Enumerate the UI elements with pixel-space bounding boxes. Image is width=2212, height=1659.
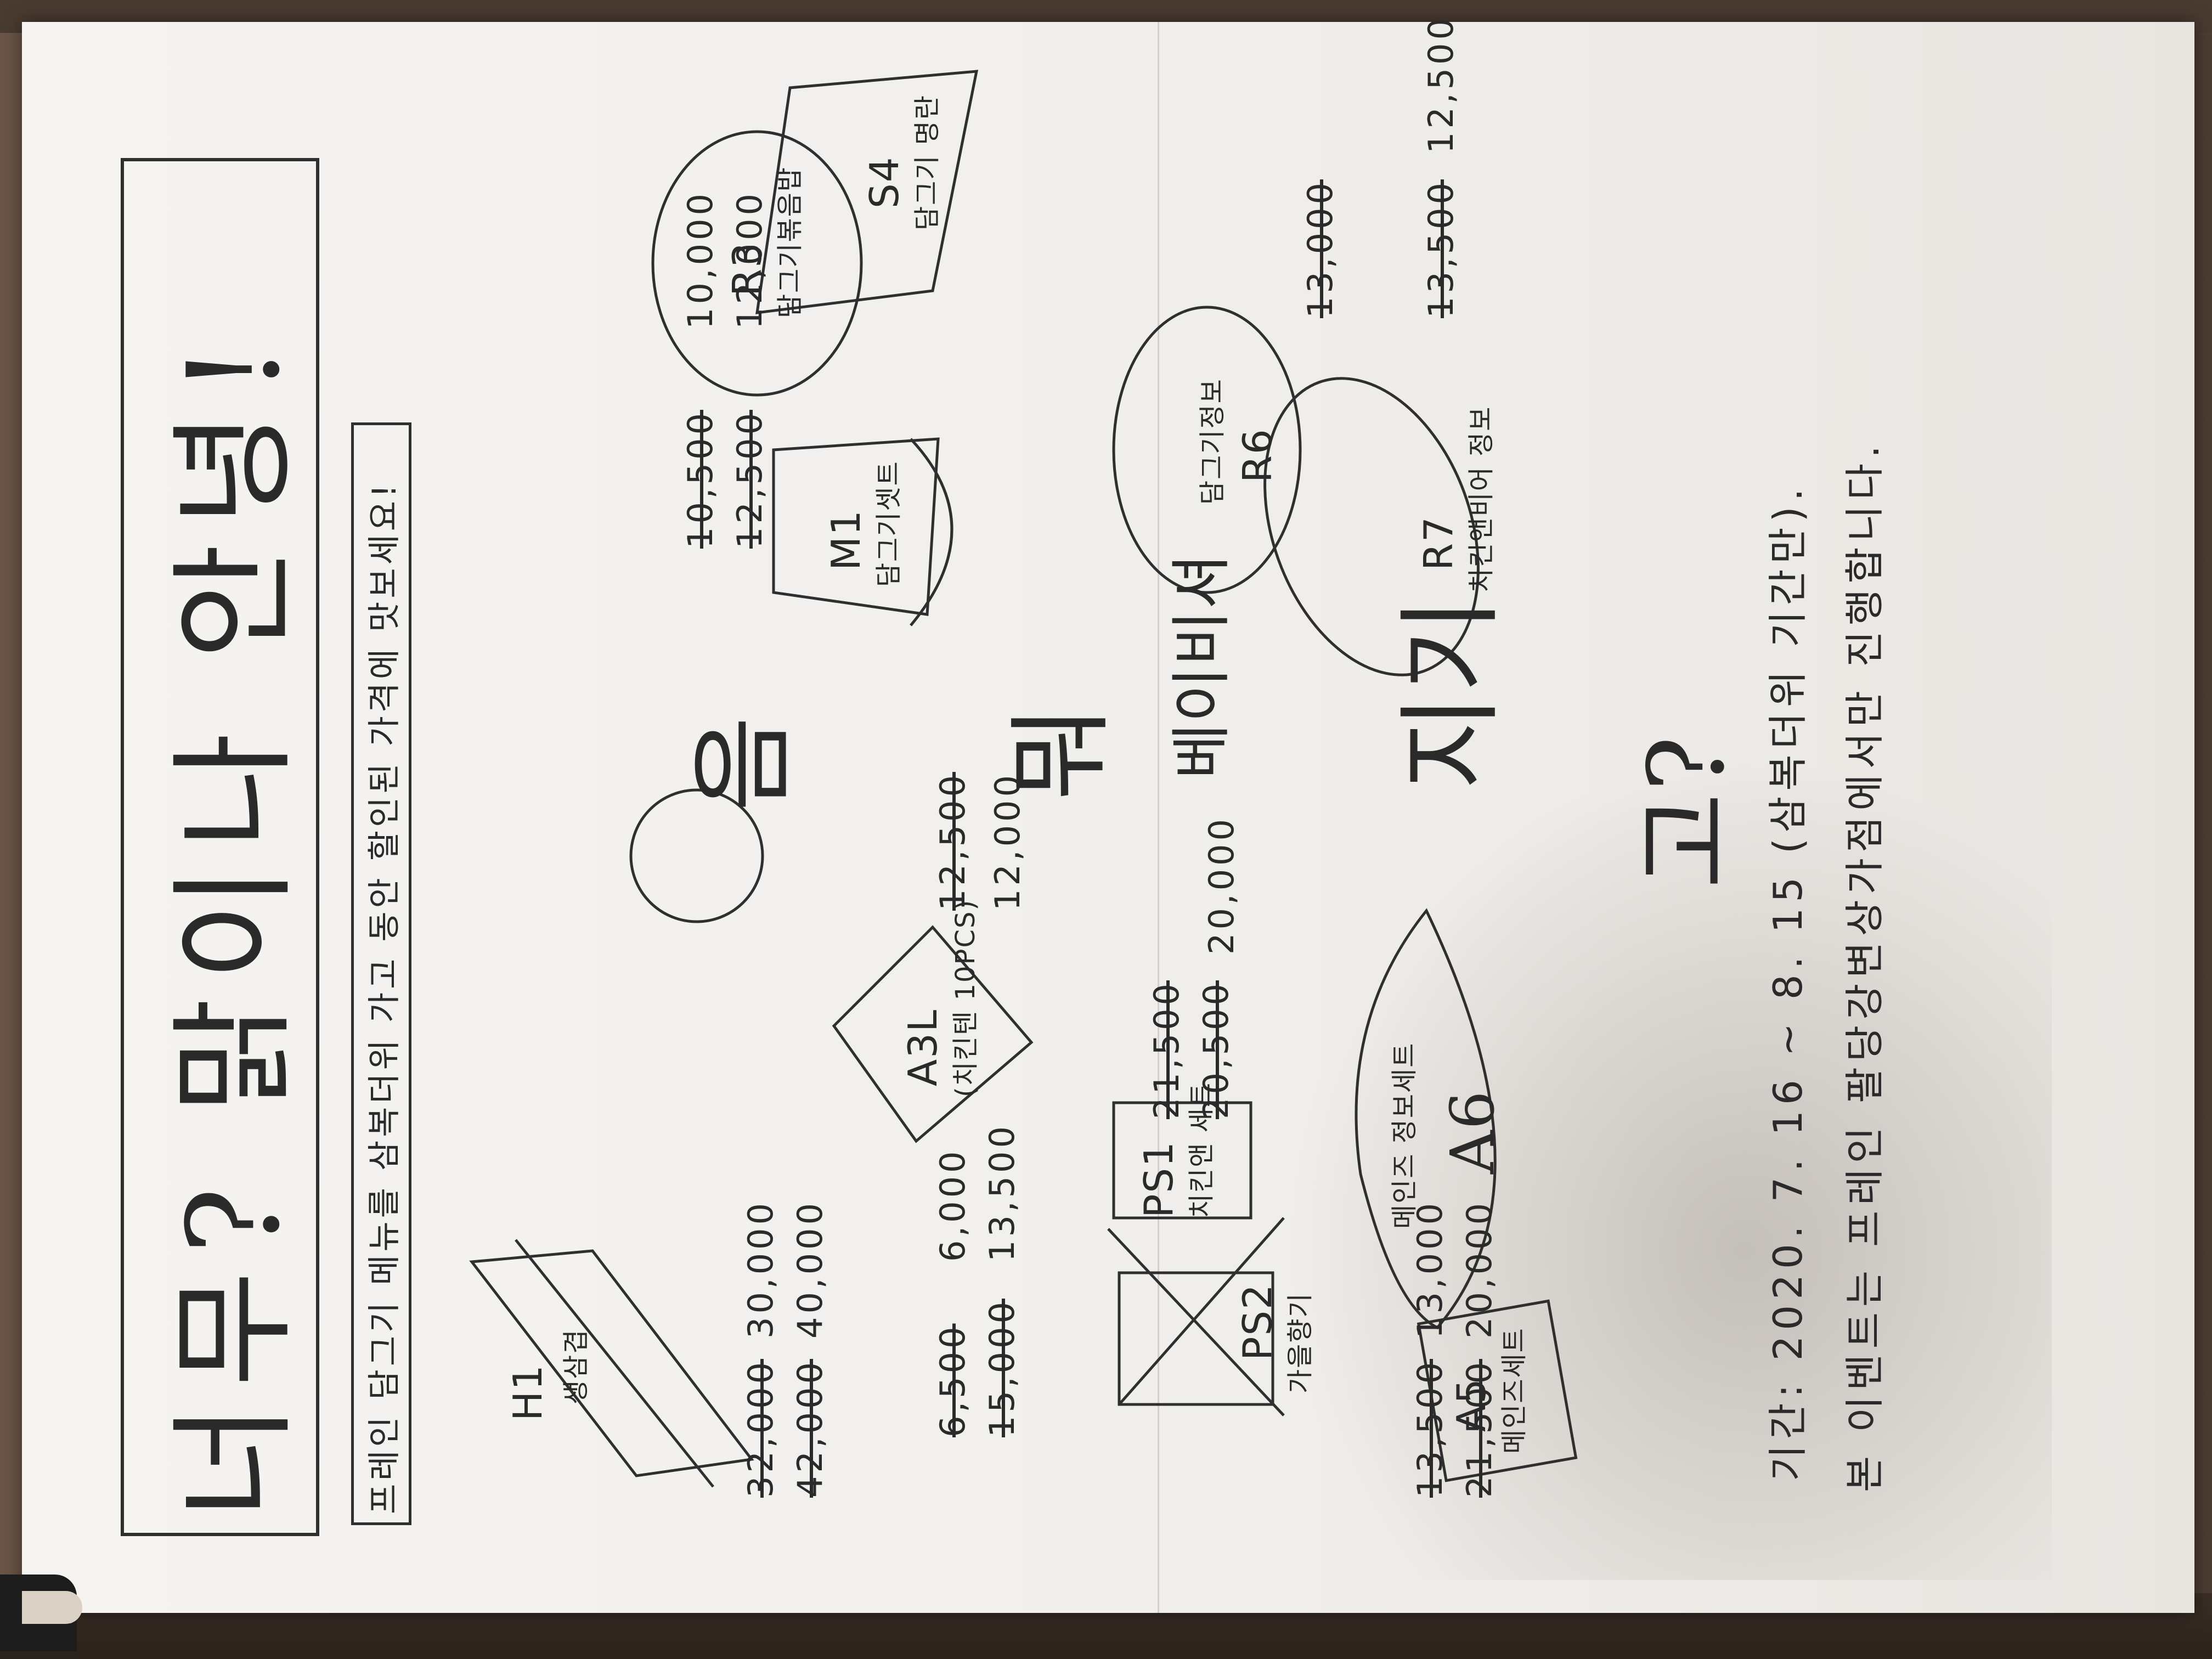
word-jigi: 지기 xyxy=(1390,596,1511,790)
r6-name: 담그기정보 xyxy=(1197,378,1228,505)
s4-name: 담그기 명란 xyxy=(912,94,943,230)
ps2-code: PS2 xyxy=(1234,1283,1280,1361)
s4-code: S4 xyxy=(861,156,907,208)
h1-sketch xyxy=(469,1249,754,1477)
circle-mark xyxy=(629,788,764,923)
h1-code: H1 xyxy=(505,1364,551,1421)
r3-old-price: 10,500 xyxy=(680,410,720,549)
flyer-subtitle: 프레인 담그기 메뉴를 삼복더위 가고 동안 할인된 가격에 맛보세요! xyxy=(365,481,404,1514)
word-baby: 베이비셔 xyxy=(1166,552,1237,779)
m1-code: M1 xyxy=(823,509,869,571)
h1-name: 생삼겹 xyxy=(561,1328,591,1404)
hand-drawn-shapes xyxy=(469,70,1578,1488)
flyer-title: 너무? 맑이나 안녕! xyxy=(161,327,308,1520)
ps1-new-price: 6,000 xyxy=(933,1148,973,1262)
ps2-name: 가을향기 xyxy=(1285,1292,1316,1393)
event-period: 기간: 2020. 7. 16 ~ 8. 15 (삼복더위 기간만). xyxy=(1765,483,1811,1481)
ps1-old-price: 6,500 xyxy=(933,1323,973,1438)
a3l-code: A3L xyxy=(900,1008,946,1086)
a3l-new-price: 20,000 xyxy=(1201,816,1242,955)
ps2-old-price: 15,000 xyxy=(982,1299,1022,1437)
word-eum: 음 xyxy=(682,715,804,812)
ps2-new-price: 13,500 xyxy=(982,1123,1022,1262)
r6-old-price: 13,000 xyxy=(1300,179,1340,318)
ps1-box xyxy=(1112,1101,1252,1220)
ps2-box xyxy=(1118,1271,1274,1406)
a3l-name: (치킨텐 10PCS) xyxy=(950,899,981,1097)
a6-shape xyxy=(1355,908,1497,1330)
s4-new-price: 12,000 xyxy=(730,190,770,329)
a6-code: A6 xyxy=(1437,1090,1508,1174)
s4-old-price: 12,500 xyxy=(730,410,770,549)
r7-old-price: 13,500 xyxy=(1421,179,1461,318)
r6-code: R6 xyxy=(1234,428,1280,483)
a5-box xyxy=(1417,1299,1578,1482)
event-footer: 본 이벤트는 프레인 팔당강변상가점에서만 진행합니다. xyxy=(1842,440,1888,1492)
m1-new-price: 12,000 xyxy=(988,772,1028,911)
m1-old-price: 12,500 xyxy=(933,772,973,911)
a6-new-price-2: 20,000 xyxy=(1459,1200,1499,1339)
h1-new-price-1: 30,000 xyxy=(741,1200,781,1339)
a3l-old-price-1: 21,500 xyxy=(1147,980,1187,1119)
r7-new-price: 12,500 xyxy=(1421,15,1461,154)
h1-old-price-1: 32,000 xyxy=(741,1359,781,1498)
r3-name: 담그기볶음밥 xyxy=(775,166,805,318)
handwritten-flyer: 너무? 맑이나 안녕! 프레인 담그기 메뉴를 삼복더위 가고 동안 할인된 가… xyxy=(77,15,2085,1569)
ps1-code: PS1 xyxy=(1136,1141,1182,1218)
m1-name: 담그기셋트 xyxy=(873,460,904,587)
r7-code: R7 xyxy=(1415,516,1462,571)
h1-old-price-2: 42,000 xyxy=(790,1359,830,1498)
a6-new-price-1: 13,000 xyxy=(1410,1200,1450,1339)
r7-name: 치킨앤비어 정보 xyxy=(1466,405,1497,592)
r7-ellipse xyxy=(1263,377,1480,676)
a3l-diamond xyxy=(832,925,1034,1143)
paper-fold xyxy=(1158,22,1159,1613)
m1-cup xyxy=(772,437,940,616)
r3-new-price: 10,000 xyxy=(680,190,720,329)
a3l-old-price-2: 20,500 xyxy=(1196,980,1236,1119)
r6-ellipse xyxy=(1112,306,1302,594)
a6-old-price-2: 21,500 xyxy=(1459,1359,1499,1498)
r3-ellipse xyxy=(651,130,863,397)
word-go: 고? xyxy=(1626,735,1747,889)
s4-box xyxy=(755,70,979,314)
a6-old-price-1: 13,500 xyxy=(1410,1359,1450,1498)
h1-new-price-2: 40,000 xyxy=(790,1200,830,1339)
paper-sheet xyxy=(22,22,2194,1613)
pen-cap xyxy=(22,1591,82,1624)
